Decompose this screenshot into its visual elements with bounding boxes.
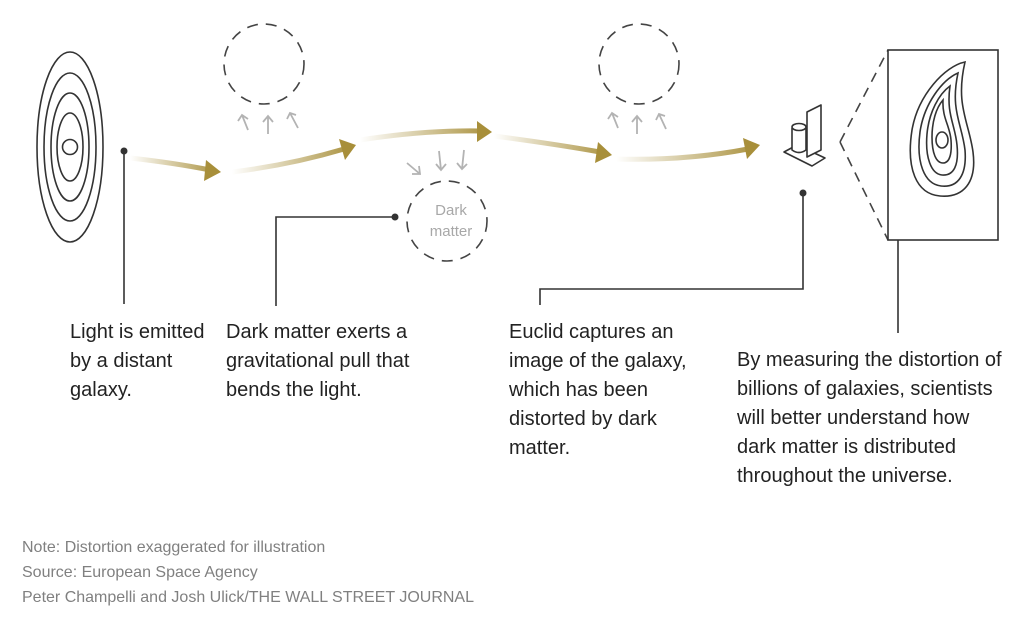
light-arrowhead <box>743 138 760 159</box>
light-arrowhead <box>595 142 612 163</box>
light-path-segment <box>127 155 213 173</box>
caption-dark-matter: Dark matter exerts a gravitational pull … <box>226 321 410 401</box>
light-path-segment <box>491 133 603 155</box>
caption-euclid: Euclid captures an image of the galaxy, … <box>509 321 687 459</box>
light-path-segment <box>229 146 347 175</box>
pull-arrows <box>607 111 667 134</box>
light-arrowhead <box>339 139 356 160</box>
light-arrowhead <box>477 121 492 142</box>
dark-matter-circle <box>598 23 680 105</box>
leader-dots <box>120 147 902 234</box>
light-path-segment <box>357 128 483 143</box>
caption-light: Light is emitted by a distant galaxy. <box>70 321 205 401</box>
dark-matter-label: Dark <box>435 202 467 219</box>
caption-measuring: By measuring the distortion of billions … <box>737 349 1002 487</box>
credit-text: Peter Champelli and Josh Ulick/THE WALL … <box>22 589 474 606</box>
pull-arrows <box>237 111 299 134</box>
light-path-segment <box>613 146 751 162</box>
zoom-lines <box>839 49 889 241</box>
dark-matter-label: matter <box>430 223 473 240</box>
note-text: Note: Distortion exaggerated for illustr… <box>22 539 326 556</box>
distorted-galaxy-icon <box>887 49 999 241</box>
footnotes: Note: Distortion exaggerated for illustr… <box>22 535 474 610</box>
light-arrowhead <box>204 160 221 181</box>
galaxy-icon <box>36 51 104 243</box>
light-path <box>127 121 760 181</box>
dark-matter-circle <box>223 23 305 105</box>
pull-arrows <box>406 149 468 175</box>
euclid-telescope-icon <box>783 104 826 167</box>
leader-lines <box>123 151 899 333</box>
dark-matter-circle <box>406 180 488 262</box>
source-text: Source: European Space Agency <box>22 564 258 581</box>
